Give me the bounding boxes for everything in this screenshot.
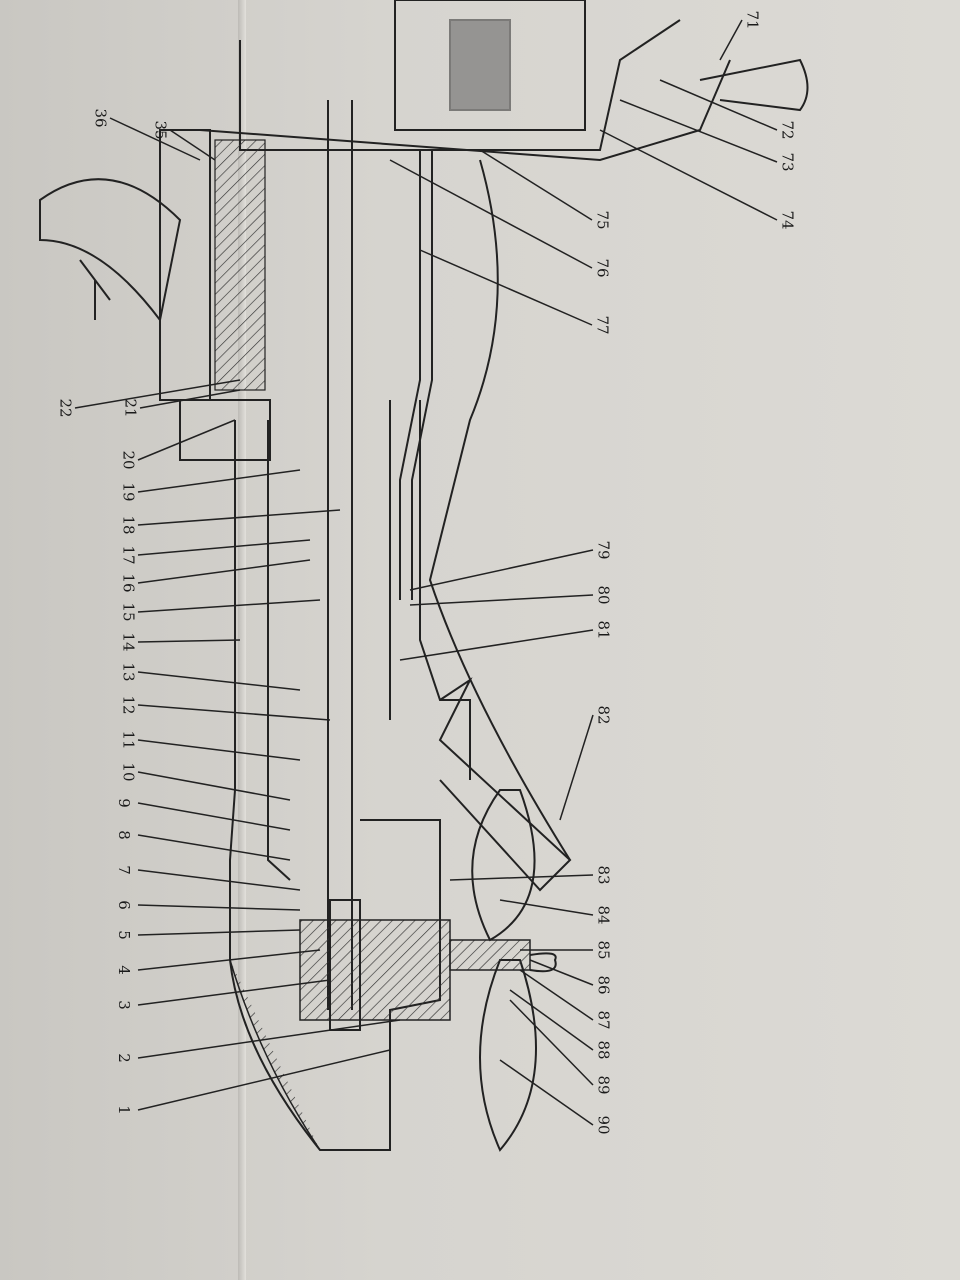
propeller bbox=[449, 789, 557, 1152]
callout-label-11: 11 bbox=[119, 730, 138, 750]
leader-line bbox=[137, 834, 291, 861]
callout-label-19: 19 bbox=[119, 482, 138, 502]
leader-line bbox=[137, 929, 301, 936]
callout-label-5: 5 bbox=[114, 930, 133, 940]
leader-line bbox=[519, 969, 594, 1021]
callout-label-83: 83 bbox=[594, 865, 613, 885]
leader-line bbox=[169, 129, 216, 161]
leader-line bbox=[419, 249, 593, 326]
leader-line bbox=[509, 999, 594, 1086]
leader-line bbox=[409, 594, 594, 606]
callout-label-85: 85 bbox=[594, 940, 613, 960]
water-tube bbox=[399, 150, 571, 861]
leader-line bbox=[559, 714, 594, 821]
leader-line bbox=[109, 117, 201, 161]
callout-label-89: 89 bbox=[594, 1075, 613, 1095]
callout-label-36: 36 bbox=[91, 108, 110, 128]
callout-label-9: 9 bbox=[114, 798, 133, 808]
leader-line bbox=[137, 671, 301, 691]
leader-line bbox=[137, 704, 331, 721]
leader-line bbox=[137, 739, 301, 761]
leader-line bbox=[137, 469, 301, 493]
leader-line bbox=[137, 559, 311, 584]
callout-label-15: 15 bbox=[119, 602, 138, 622]
leader-line bbox=[74, 379, 241, 409]
drive-shaft bbox=[327, 100, 353, 1010]
exhaust-pipe bbox=[438, 677, 572, 892]
leader-line bbox=[137, 904, 301, 911]
leader-line bbox=[449, 874, 594, 881]
leader-line bbox=[137, 599, 321, 613]
callout-label-16: 16 bbox=[119, 573, 138, 593]
leader-line bbox=[409, 549, 594, 591]
callout-label-77: 77 bbox=[593, 315, 612, 335]
callout-label-12: 12 bbox=[119, 695, 138, 715]
callout-label-82: 82 bbox=[594, 705, 613, 725]
leader-line bbox=[499, 899, 594, 916]
callout-label-86: 86 bbox=[594, 975, 613, 995]
leader-line bbox=[137, 419, 236, 461]
leader-line bbox=[619, 99, 778, 163]
callout-label-87: 87 bbox=[594, 1010, 613, 1030]
callout-label-71: 71 bbox=[743, 10, 762, 30]
leader-line bbox=[529, 959, 594, 986]
callout-label-35: 35 bbox=[151, 120, 170, 140]
callout-label-14: 14 bbox=[119, 632, 138, 652]
callout-label-81: 81 bbox=[594, 620, 613, 640]
callout-label-18: 18 bbox=[119, 515, 138, 535]
callout-label-10: 10 bbox=[119, 762, 138, 782]
callout-label-76: 76 bbox=[593, 258, 612, 278]
book-gutter bbox=[238, 0, 246, 1280]
gear-case bbox=[299, 899, 451, 1031]
callout-label-22: 22 bbox=[56, 398, 75, 418]
leader-line bbox=[659, 79, 778, 131]
leader-line bbox=[139, 389, 241, 409]
leader-line bbox=[599, 129, 778, 221]
leader-line bbox=[137, 1049, 391, 1111]
lower-housing-outline bbox=[229, 400, 471, 1151]
callout-label-8: 8 bbox=[114, 830, 133, 840]
callout-label-2: 2 bbox=[114, 1053, 133, 1063]
callout-label-13: 13 bbox=[119, 662, 138, 682]
callout-label-17: 17 bbox=[119, 545, 138, 565]
clamp-bracket bbox=[39, 129, 271, 461]
leader-line bbox=[137, 509, 341, 526]
callout-label-73: 73 bbox=[778, 152, 797, 172]
callout-label-6: 6 bbox=[114, 900, 133, 910]
callout-label-80: 80 bbox=[594, 585, 613, 605]
callout-label-90: 90 bbox=[594, 1115, 613, 1135]
callout-label-84: 84 bbox=[594, 905, 613, 925]
leader-line bbox=[137, 1019, 401, 1059]
leader-line bbox=[499, 1059, 594, 1126]
callout-label-7: 7 bbox=[114, 865, 133, 875]
leader-line bbox=[137, 639, 241, 643]
callout-label-3: 3 bbox=[114, 1000, 133, 1010]
leader-line bbox=[137, 869, 301, 891]
powerhead bbox=[199, 0, 809, 162]
leader-line bbox=[137, 979, 331, 1006]
leader-line bbox=[137, 771, 291, 801]
leader-line bbox=[719, 19, 743, 61]
callout-label-72: 72 bbox=[778, 120, 797, 140]
callout-label-4: 4 bbox=[114, 965, 133, 975]
leader-line bbox=[479, 149, 593, 221]
callout-label-1: 1 bbox=[114, 1105, 133, 1115]
callout-label-79: 79 bbox=[594, 540, 613, 560]
callout-label-20: 20 bbox=[119, 450, 138, 470]
callout-label-88: 88 bbox=[594, 1040, 613, 1060]
leader-line bbox=[137, 539, 311, 556]
callout-label-75: 75 bbox=[593, 210, 612, 230]
leader-line bbox=[509, 989, 594, 1051]
callout-label-74: 74 bbox=[778, 210, 797, 230]
leader-line bbox=[137, 802, 291, 831]
callout-label-21: 21 bbox=[121, 398, 140, 418]
leader-line bbox=[399, 629, 594, 661]
leader-line bbox=[137, 949, 321, 971]
leader-line bbox=[389, 159, 593, 269]
